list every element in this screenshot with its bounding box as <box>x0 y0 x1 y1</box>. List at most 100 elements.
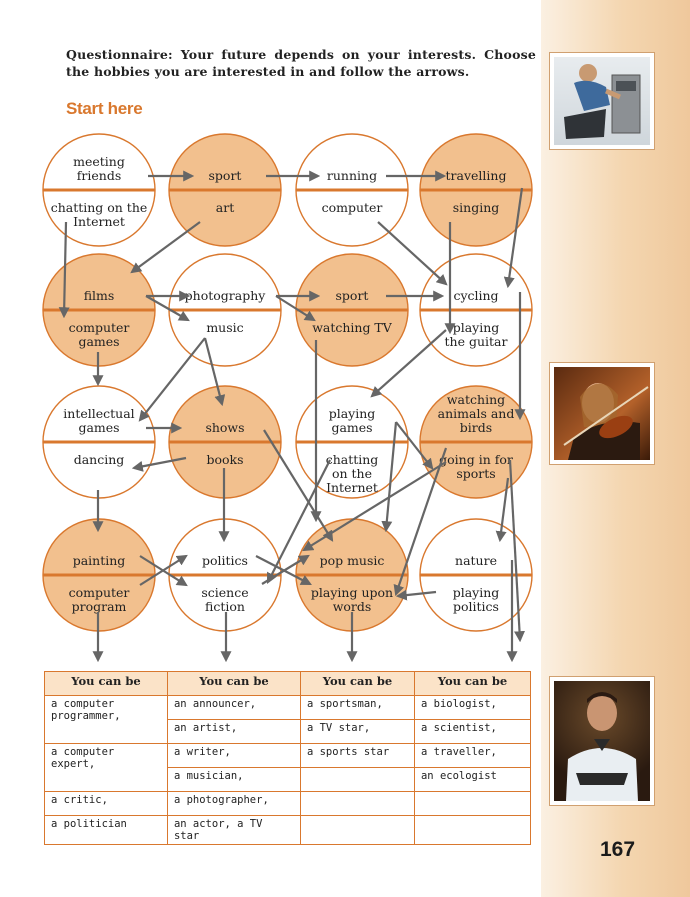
flow-arrow <box>138 337 206 422</box>
hobby-circle: photography music <box>168 253 282 367</box>
hobby-bottom-label: singing <box>453 200 500 215</box>
man-repairing-computer-photo <box>549 52 655 150</box>
table-cell: an announcer, <box>166 695 301 720</box>
career-table: You can be You can be You can be You can… <box>44 671 532 845</box>
footballer-portrait-photo <box>549 676 655 806</box>
hobby-circle: sport art <box>168 133 282 247</box>
table-cell: a biologist, <box>413 695 532 720</box>
table-cell: a politician <box>44 815 168 845</box>
hobby-top-label: pop music <box>320 553 385 568</box>
flow-arrow <box>495 477 510 543</box>
table-cell: a musician, <box>166 767 301 792</box>
table-cell <box>299 815 415 845</box>
table-cell: a photographer, <box>166 791 301 816</box>
table-row: a computer programmer, an announcer, a s… <box>44 695 532 744</box>
hobby-circle: travelling singing <box>419 133 533 247</box>
hobby-bottom-label: watching TV <box>312 320 393 335</box>
girl-playing-violin-photo <box>549 362 655 465</box>
hobby-bottom-label: art <box>216 200 234 215</box>
table-cell: a computer expert, <box>44 743 168 792</box>
footballer-icon <box>566 692 638 801</box>
hobby-top-label: politics <box>202 553 248 568</box>
flow-arrow <box>395 421 434 470</box>
hobby-top-label: nature <box>455 553 497 568</box>
start-label: Start here <box>66 99 143 118</box>
table-cell: a sportsman, <box>299 695 415 720</box>
flow-arrow <box>263 429 334 542</box>
table-header: You can be <box>166 671 301 696</box>
hobby-top-label: sport <box>209 168 242 183</box>
table-cell: a computer programmer, <box>44 695 168 744</box>
table-cell <box>413 791 532 816</box>
hobby-top-label: shows <box>205 420 244 435</box>
hobby-top-label: travelling <box>446 168 507 183</box>
table-cell: an artist, <box>166 719 301 744</box>
flow-arrow <box>145 295 190 322</box>
table-cell <box>299 791 415 816</box>
hobby-circle: sport watching TV <box>295 253 409 367</box>
hobby-top-label: photography <box>185 288 267 303</box>
table-row: a musician, an ecologist <box>45 767 532 792</box>
hobby-top-label: sport <box>336 288 369 303</box>
flow-arrow <box>395 589 437 601</box>
table-row: an artist, a TV star, a scientist, <box>45 719 532 744</box>
man-repairing-computer-icon <box>564 64 641 139</box>
flow-arrow <box>203 337 226 407</box>
flow-arrow <box>508 459 526 643</box>
table-cell: a critic, <box>44 791 168 816</box>
table-cell <box>413 815 532 845</box>
hobby-top-label: painting <box>73 553 126 568</box>
flow-arrow <box>302 461 447 552</box>
table-cell: an actor, a TV star <box>166 815 301 845</box>
table-cell: a TV star, <box>299 719 415 744</box>
table-header: You can be <box>44 671 168 696</box>
table-row: a critic, a photographer, <box>44 791 532 816</box>
hobby-top-label: films <box>84 288 115 303</box>
hobby-top-label: cycling <box>453 288 498 303</box>
table-row: a politician an actor, a TV star <box>44 815 532 845</box>
table-cell: an ecologist <box>413 767 532 792</box>
table-cell: a sports star <box>299 743 415 768</box>
hobby-top-label: running <box>327 168 377 183</box>
table-header: You can be <box>299 671 415 696</box>
table-header-row: You can be You can be You can be You can… <box>44 671 532 696</box>
flow-arrow <box>139 554 188 586</box>
flow-arrow <box>370 329 447 398</box>
flow-arrow <box>381 421 398 533</box>
hobby-bottom-label: music <box>206 320 243 335</box>
table-header: You can be <box>413 671 532 696</box>
table-cell: a scientist, <box>413 719 532 744</box>
table-cell: a writer, <box>166 743 301 768</box>
flow-arrow <box>131 456 187 472</box>
table-row: a computer expert, a writer, a sports st… <box>44 743 532 792</box>
flow-arrow <box>58 221 70 319</box>
hobby-bottom-label: books <box>206 452 243 467</box>
page-number: 167 <box>600 838 636 861</box>
flow-arrow <box>275 295 316 322</box>
table-cell <box>299 767 415 792</box>
table-cell: a traveller, <box>413 743 532 768</box>
